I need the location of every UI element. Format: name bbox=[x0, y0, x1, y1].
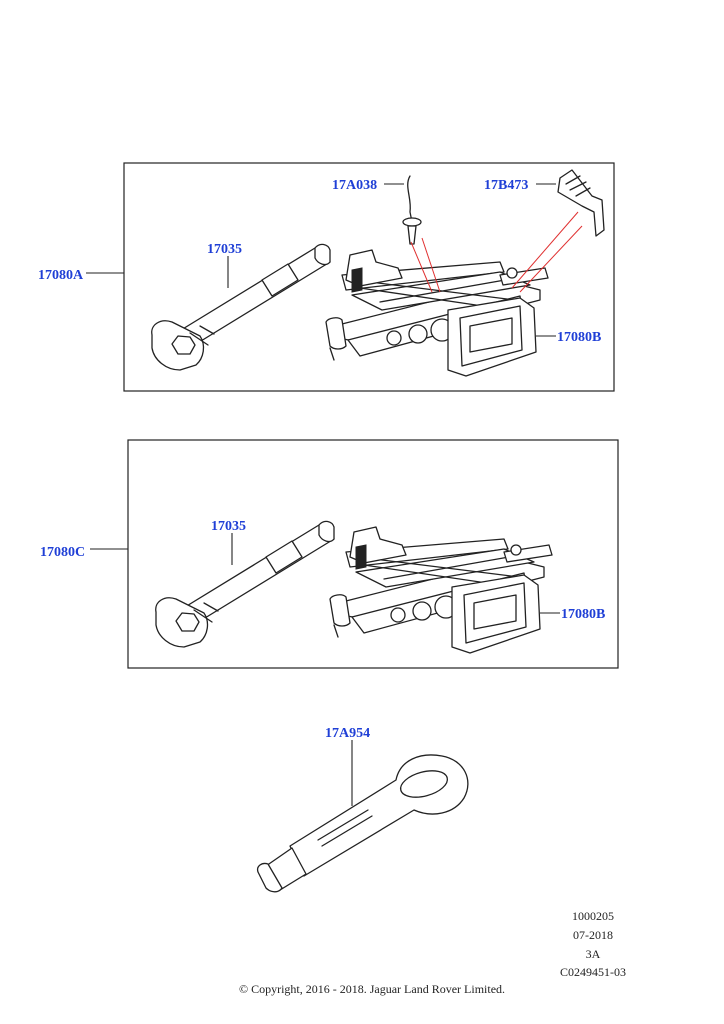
callout-17035-2: 17035 bbox=[211, 519, 246, 534]
callout-17a038: 17A038 bbox=[332, 178, 377, 193]
drawing-date: 07-2018 bbox=[573, 928, 613, 942]
wheel-brace-2 bbox=[155, 520, 335, 648]
drawing-revision: 3A bbox=[585, 947, 601, 961]
leader-red-1 bbox=[421, 237, 441, 293]
leader-red-4 bbox=[519, 225, 583, 293]
scissor-jack-1 bbox=[325, 249, 549, 377]
scissor-jack-2 bbox=[329, 526, 553, 654]
callout-17b473: 17B473 bbox=[484, 178, 528, 193]
callout-17080b-2: 17080B bbox=[561, 607, 605, 622]
panel-1-frame bbox=[123, 162, 615, 392]
panel-2-frame bbox=[127, 439, 619, 669]
callout-17a954: 17A954 bbox=[325, 726, 370, 741]
illustration-code: C0249451-03 bbox=[560, 965, 626, 979]
leader-red-2 bbox=[410, 241, 433, 293]
strap-17a038 bbox=[402, 175, 422, 245]
callout-17080a: 17080A bbox=[38, 268, 84, 283]
leader-red-3 bbox=[511, 211, 579, 289]
callout-17080c: 17080C bbox=[40, 545, 85, 560]
callout-17035-1: 17035 bbox=[207, 242, 242, 257]
tow-eye bbox=[256, 754, 469, 893]
callout-17080b-1: 17080B bbox=[557, 330, 601, 345]
copyright-notice: © Copyright, 2016 - 2018. Jaguar Land Ro… bbox=[238, 982, 506, 996]
drawing-code: 1000205 bbox=[572, 909, 614, 923]
bracket-17b473 bbox=[557, 169, 605, 237]
wheel-brace-1 bbox=[151, 243, 331, 371]
